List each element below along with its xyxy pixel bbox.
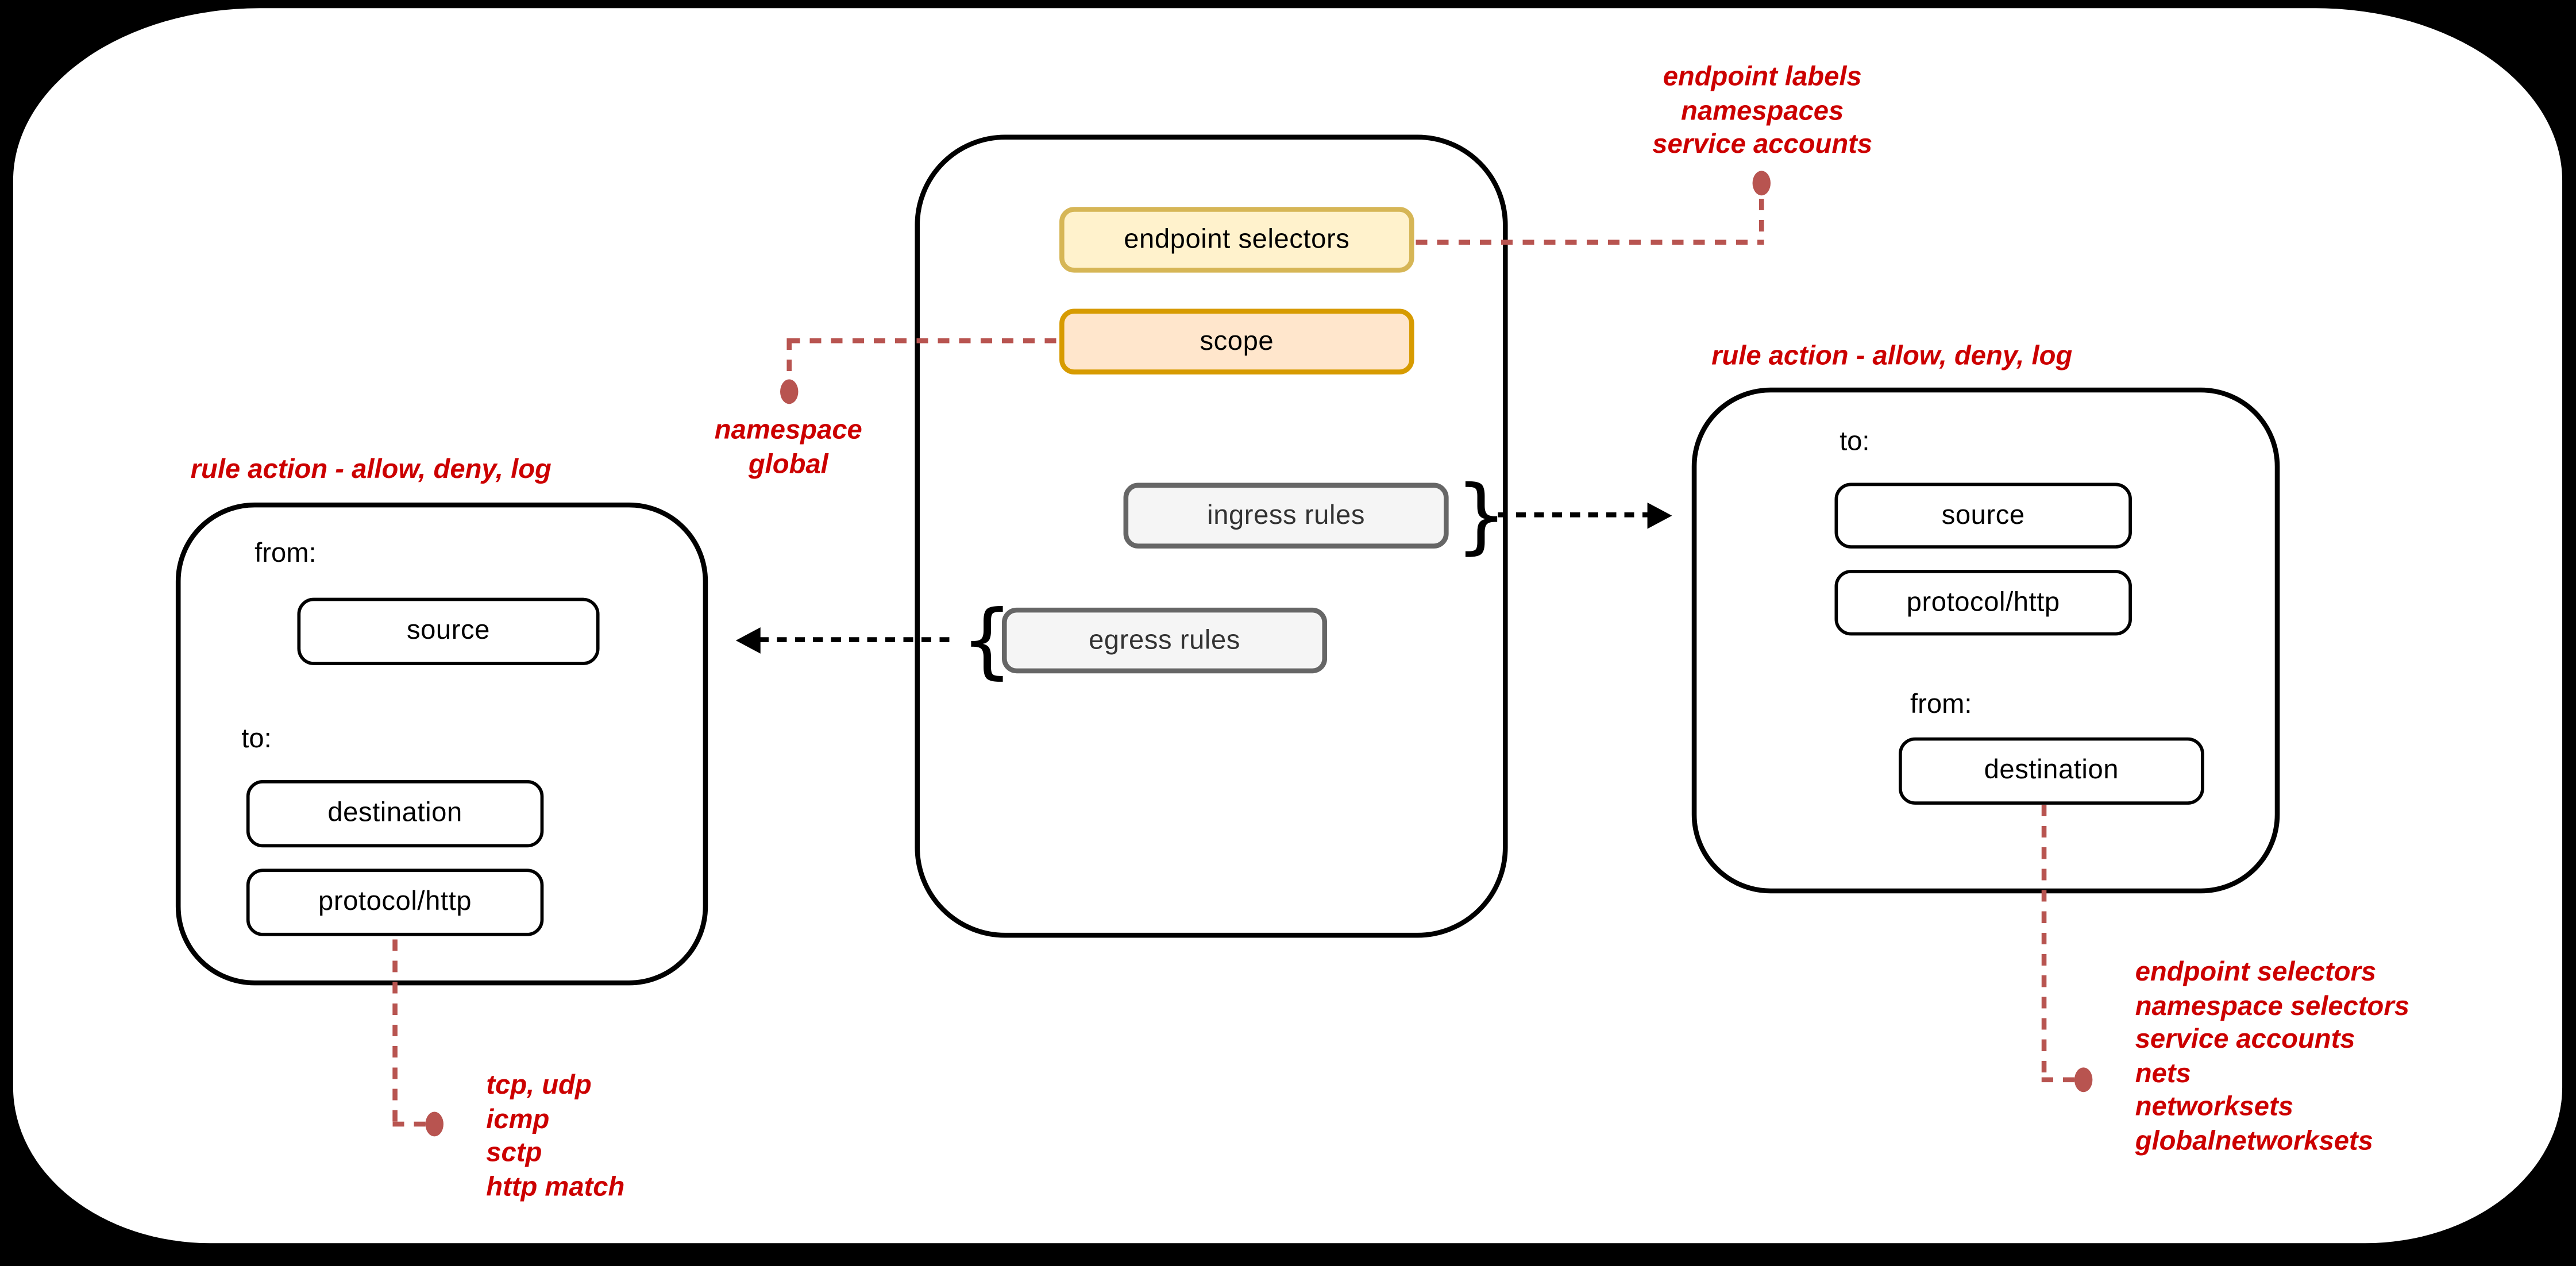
scope-connector-horizontal <box>788 338 1060 343</box>
destination-options-note: endpoint selectors namespace selectors s… <box>2135 956 2409 1158</box>
note-line: http match <box>486 1171 625 1202</box>
endpoint-selectors-note: endpoint labels namespaces service accou… <box>1582 61 1943 162</box>
endpoint-selectors-node: endpoint selectors <box>1059 207 1414 273</box>
egress-protocol-label: protocol/http <box>318 886 472 917</box>
connector-dot <box>425 1111 444 1137</box>
protocol-connector-horizontal <box>392 1121 427 1127</box>
protocol-connector-vertical <box>392 939 398 1124</box>
scope-connector-vertical <box>786 338 792 383</box>
ingress-rules-label: ingress rules <box>1207 500 1366 530</box>
egress-source-node: source <box>297 597 600 665</box>
connector-dot <box>1752 171 1771 196</box>
connector-dot <box>780 379 799 404</box>
destination-connector-vertical <box>2041 804 2047 1079</box>
egress-arrowhead-icon <box>735 627 761 654</box>
note-line: namespace <box>714 415 862 445</box>
endpoint-selectors-label: endpoint selectors <box>1124 224 1350 254</box>
ingress-rule-action-note: rule action - allow, deny, log <box>1711 341 2073 372</box>
egress-to-label: to: <box>241 724 272 754</box>
open-brace-icon: { <box>961 593 1013 688</box>
ingress-arrowhead-icon <box>1647 502 1672 529</box>
note-line: globalnetworksets <box>2135 1125 2373 1156</box>
ingress-rule-detail-box <box>1691 387 2280 894</box>
endpoint-connector-horizontal <box>1416 240 1764 245</box>
note-line: networksets <box>2135 1092 2294 1122</box>
note-line: namespace selectors <box>2135 991 2409 1021</box>
note-line: namespaces <box>1681 96 1844 126</box>
egress-rules-node: egress rules <box>1001 607 1328 674</box>
note-line: service accounts <box>2135 1025 2355 1055</box>
egress-from-label: from: <box>254 538 317 569</box>
ingress-arrow-line <box>1498 512 1653 518</box>
note-line: tcp, udp <box>486 1071 592 1101</box>
ingress-protocol-node: protocol/http <box>1834 570 2132 636</box>
scope-node: scope <box>1059 308 1414 375</box>
note-line: nets <box>2135 1058 2191 1089</box>
egress-source-label: source <box>406 616 491 646</box>
egress-rules-label: egress rules <box>1089 624 1240 655</box>
note-line: endpoint selectors <box>2135 957 2377 987</box>
egress-destination-node: destination <box>246 780 544 848</box>
ingress-source-node: source <box>1834 483 2132 549</box>
ingress-from-label: from: <box>1910 689 1972 720</box>
ingress-destination-label: destination <box>1984 755 2119 785</box>
note-line: icmp <box>486 1104 550 1134</box>
note-line: global <box>748 449 828 479</box>
egress-arrow-line <box>758 637 956 642</box>
ingress-protocol-label: protocol/http <box>1906 587 2060 617</box>
connector-dot <box>2074 1067 2093 1093</box>
protocol-options-note: tcp, udp icmp sctp http match <box>486 1069 624 1203</box>
endpoint-connector-vertical <box>1759 198 1764 244</box>
destination-connector-horizontal <box>2041 1077 2076 1083</box>
ingress-rules-node: ingress rules <box>1123 483 1449 549</box>
ingress-destination-node: destination <box>1899 737 2204 805</box>
ingress-source-label: source <box>1941 500 2025 530</box>
scope-options-note: namespace global <box>681 414 895 481</box>
egress-destination-label: destination <box>327 798 462 828</box>
note-line: endpoint labels <box>1663 62 1862 92</box>
scope-label: scope <box>1200 326 1274 356</box>
ingress-to-label: to: <box>1840 427 1870 457</box>
egress-protocol-node: protocol/http <box>246 869 544 936</box>
note-line: service accounts <box>1652 129 1873 160</box>
note-line: sctp <box>486 1138 542 1168</box>
egress-rule-action-note: rule action - allow, deny, log <box>190 454 552 485</box>
